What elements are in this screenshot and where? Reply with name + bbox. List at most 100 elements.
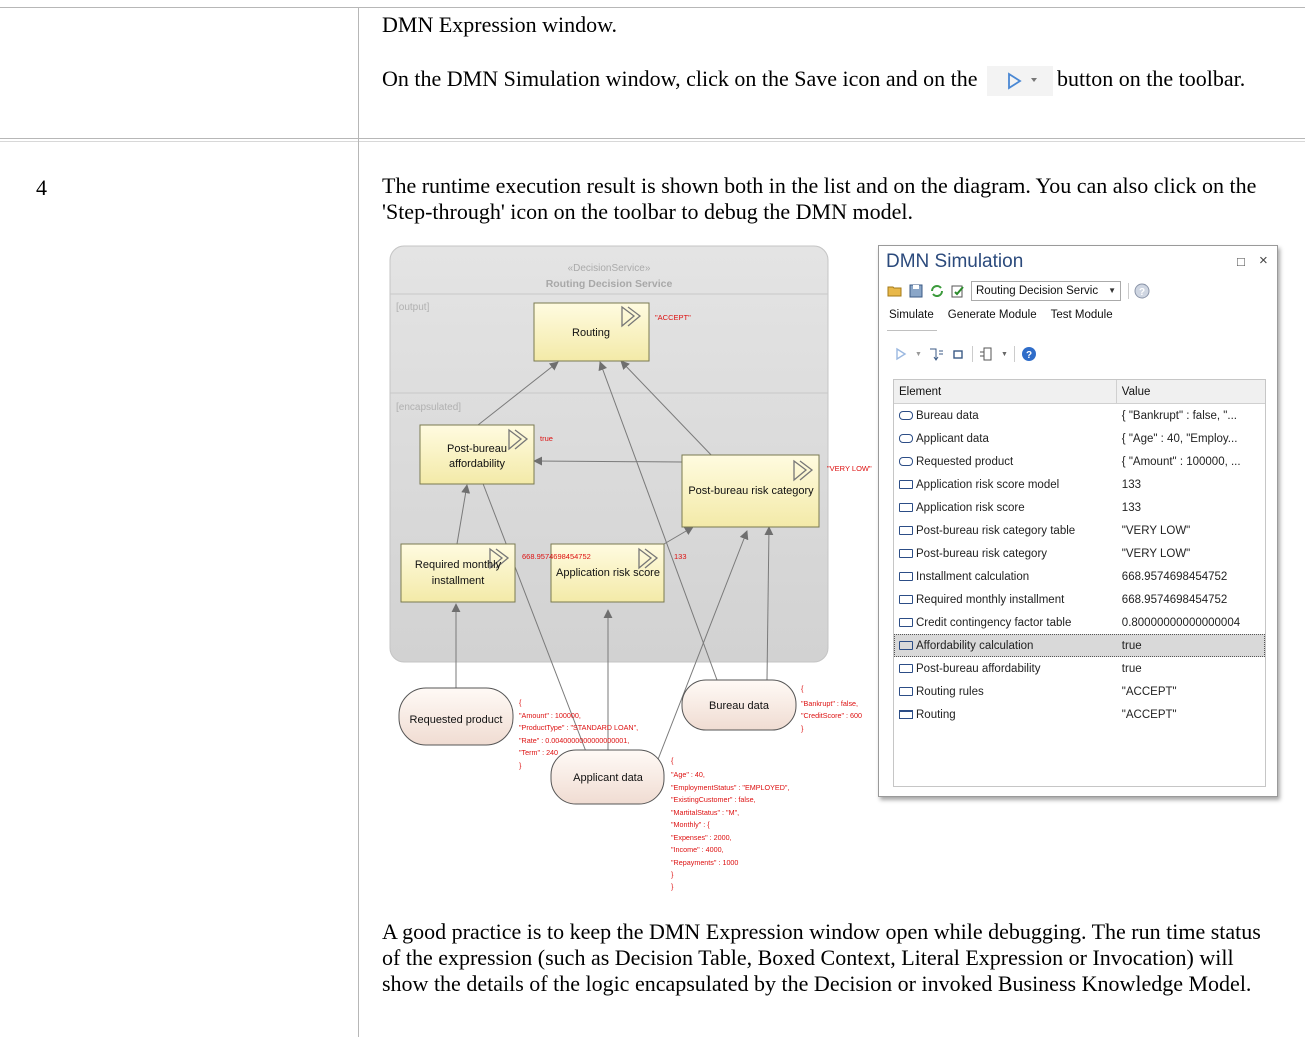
dmn-simulation-window: DMN Simulation □ × Routing Decision Serv… [878,245,1278,797]
validate-icon[interactable] [950,283,966,299]
svg-text:Application risk score: Application risk score [556,567,660,579]
required-installment-value: 668.9574698454752 [522,552,591,561]
table-row[interactable]: Applicant data{ "Age" : 40, "Employ... [894,427,1265,450]
tab-underline [887,330,937,331]
value-cell: { "Age" : 40, "Employ... [1121,432,1238,445]
save-icon[interactable] [908,283,924,299]
element-cell: Post-bureau risk category [894,548,1117,560]
decision-required-monthly-installment: Required monthly installment [400,543,516,603]
tab-test-module[interactable]: Test Module [1050,309,1113,321]
table-row[interactable]: Routing"ACCEPT" [894,703,1265,726]
svg-text:{: { [519,698,522,707]
decision-icon [899,595,913,604]
value-cell: 133 [1121,478,1141,491]
table-row[interactable]: Post-bureau risk category table"VERY LOW… [894,519,1265,542]
paragraph-text: On the DMN Simulation window, click on t… [382,66,978,92]
element-label: Requested product [916,455,1014,468]
encapsulated-section-label: [encapsulated] [396,402,461,413]
step-through-icon[interactable] [928,346,944,362]
table-row[interactable]: Bureau data{ "Bankrupt" : false, "... [894,404,1265,427]
element-label: Affordability calculation [916,639,1034,652]
row-divider-shadow [0,141,1305,142]
element-label: Application risk score [916,501,1025,514]
close-icon[interactable]: × [1259,252,1268,269]
input-data-icon [899,457,913,466]
refresh-icon[interactable] [929,283,945,299]
svg-text:"Expenses" : 2000,: "Expenses" : 2000, [671,833,732,842]
svg-text:"Age" : 40,: "Age" : 40, [671,770,705,779]
run-icon[interactable] [893,346,909,362]
value-cell: true [1121,662,1142,675]
element-cell: Routing [894,709,1117,721]
svg-text:"MartitalStatus" : "M",: "MartitalStatus" : "M", [671,808,739,817]
value-cell: { "Amount" : 100000, ... [1121,455,1241,468]
element-label: Post-bureau affordability [916,662,1041,675]
svg-text:{: { [671,756,674,765]
value-cell: "VERY LOW" [1121,547,1191,560]
decision-icon [899,641,913,650]
svg-text:"ExistingCustomer" : false,: "ExistingCustomer" : false, [671,795,756,804]
svg-text:"ProductType" : "STANDARD LOAN: "ProductType" : "STANDARD LOAN", [519,723,638,732]
svg-text:?: ? [1026,350,1032,361]
post-bureau-affordability-value: true [540,434,553,443]
table-row[interactable]: Post-bureau risk category "VERY LOW" [894,542,1265,565]
input-data-icon [899,411,913,420]
module-icon[interactable] [979,346,995,362]
stop-icon[interactable] [950,346,966,362]
maximize-icon[interactable]: □ [1237,254,1245,269]
decision-icon [899,618,913,627]
tab-simulate[interactable]: Simulate [889,309,934,321]
grid-header: Element Value [894,380,1265,404]
simulation-results-grid: Element Value Bureau data{ "Bankrupt" : … [893,379,1266,787]
svg-text:affordability: affordability [449,458,506,470]
value-cell: 668.9574698454752 [1121,570,1228,583]
svg-text:"Monthly" : {: "Monthly" : { [671,820,710,829]
element-cell: Requested product [894,456,1117,468]
svg-text:installment: installment [432,575,485,587]
dmn-diagram: «DecisionService» Routing Decision Servi… [385,240,885,900]
svg-text:"CreditScore" : 600: "CreditScore" : 600 [801,711,862,720]
element-cell: Application risk score [894,502,1117,514]
element-label: Post-bureau risk category table [916,524,1076,537]
column-header-element[interactable]: Element [894,380,1117,403]
step-outro: A good practice is to keep the DMN Expre… [382,919,1261,996]
open-folder-icon[interactable] [887,283,903,299]
svg-text:Applicant data: Applicant data [573,772,644,784]
svg-text:"Repayments" : 1000: "Repayments" : 1000 [671,858,738,867]
simulation-tabs: Simulate Generate Module Test Module [889,309,1113,321]
service-name: Routing Decision Service [546,278,673,290]
help-icon-2[interactable]: ? [1021,346,1037,362]
table-row[interactable]: Routing rules"ACCEPT" [894,680,1265,703]
column-header-value[interactable]: Value [1121,386,1151,398]
svg-text:}: } [671,870,674,879]
tab-generate-module[interactable]: Generate Module [947,309,1037,321]
table-row[interactable]: Post-bureau affordability true [894,657,1265,680]
applicant-data-json: { "Age" : 40, "EmploymentStatus" : "EMPL… [671,756,789,891]
decision-icon [899,503,913,512]
element-cell: Installment calculation [894,571,1117,583]
svg-text:Bureau data: Bureau data [709,700,770,712]
element-cell: Bureau data [894,410,1117,422]
element-label: Routing [916,708,956,721]
input-bureau-data: Bureau data [681,679,797,731]
svg-text:Required monthly: Required monthly [415,559,502,571]
decision-service-combo[interactable]: Routing Decision Servic ▼ [971,281,1121,301]
table-row[interactable]: Installment calculation 668.9574698454752 [894,565,1265,588]
step-intro: The runtime execution result is shown bo… [382,173,1257,224]
element-label: Routing rules [916,685,984,698]
decision-routing: Routing [533,302,650,362]
requested-product-json: { "Amount" : 100000, "ProductType" : "ST… [519,698,638,770]
element-label: Required monthly installment [916,593,1065,606]
help-icon[interactable]: ? [1134,283,1150,299]
module-dropdown-icon[interactable]: ▼ [1000,350,1008,358]
run-dropdown-icon[interactable]: ▼ [915,350,922,358]
table-row[interactable]: Requested product { "Amount" : 100000, ..… [894,450,1265,473]
svg-text:}: } [801,724,804,733]
output-section-label: [output] [396,302,430,313]
simulate-toolbar: ▼ ▼ ? [893,344,1037,364]
